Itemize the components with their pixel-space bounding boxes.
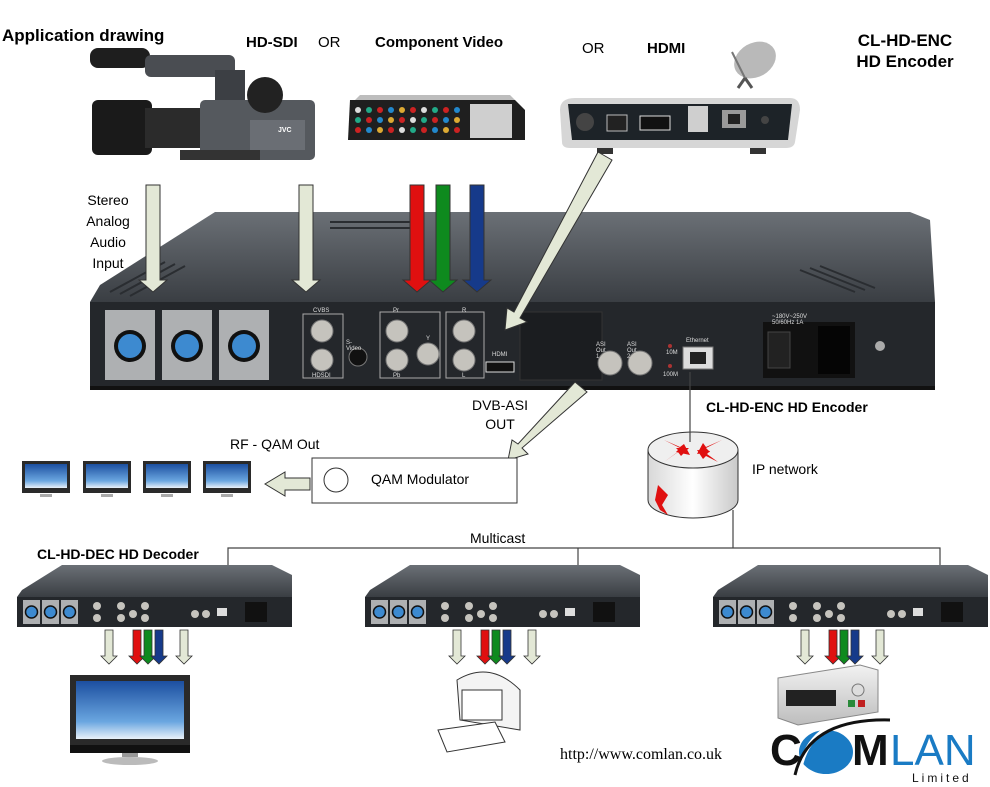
decoder-output-arrow — [824, 629, 842, 665]
dvb-asi-output-arrow — [507, 381, 588, 461]
panel-y: Y — [426, 336, 431, 342]
tv-row — [22, 461, 251, 497]
camera-icon: JVC — [90, 48, 315, 160]
decoder-chassis — [17, 565, 292, 665]
multicast-label: Multicast — [470, 530, 526, 546]
decoder-chassis — [365, 565, 640, 665]
panel-hdsdi: HDSDI — [312, 373, 331, 379]
product-title-line2: HD Encoder — [856, 52, 954, 71]
panel-asi1: ASI Out 1 — [596, 342, 606, 360]
decoder-output-arrow — [476, 629, 494, 665]
encoder-chassis — [90, 212, 935, 390]
decoder-output-arrow — [175, 629, 193, 665]
panel-cvbs: CVBS — [313, 308, 330, 314]
panel-svideo: S-Video — [346, 340, 362, 352]
product-title-line1: CL-HD-ENC — [857, 31, 953, 50]
computer-output-icon — [437, 671, 521, 753]
panel-pr: Pr — [393, 308, 399, 314]
hdsdi-input-arrow — [290, 184, 322, 293]
input-arrows — [137, 151, 613, 497]
decoder-output-arrow — [128, 629, 146, 665]
decoder-output-arrow — [150, 629, 168, 665]
dvb-asi-line1: DVB-ASI — [471, 397, 528, 413]
vtr-output-icon — [777, 664, 879, 726]
rf-qam-label: RF - QAM Out — [230, 436, 320, 452]
panel-ethernet: Ethernet — [686, 338, 709, 344]
tv-icon — [83, 461, 131, 497]
decoder-output-arrow — [796, 629, 814, 665]
tv-icon — [22, 461, 70, 497]
tv-icon — [143, 461, 191, 497]
component-arrows — [401, 184, 493, 293]
diagram-title: Application drawing — [2, 26, 165, 45]
decoder-output-arrow — [523, 629, 541, 665]
dvb-asi-line2: OUT — [485, 416, 515, 432]
audio-label-line4: Input — [92, 255, 124, 271]
hdsdi-label: HD-SDI — [246, 34, 298, 51]
logo-m: M — [852, 726, 889, 775]
component-switch-icon — [348, 95, 525, 140]
decoder-chassis — [713, 565, 988, 665]
panel-100m: 100M — [663, 372, 679, 378]
audio-label-line1: Stereo — [87, 192, 129, 208]
svg-text:JVC: JVC — [278, 127, 292, 134]
encoder-label: CL-HD-ENC HD Encoder — [706, 399, 868, 415]
audio-input-arrow — [137, 184, 169, 293]
panel-power-rating: ~180V~250V 50/60Hz 1A — [772, 314, 808, 326]
decoder-output-arrow — [448, 629, 466, 665]
panel-r: R — [462, 308, 467, 314]
decoder-output-arrow — [871, 629, 889, 665]
audio-label-line3: Audio — [90, 234, 126, 250]
decoder-output-arrow — [846, 629, 864, 665]
qam-modulator-box — [311, 457, 518, 504]
logo-lan: LAN — [890, 726, 976, 775]
or-label-2: OR — [582, 40, 605, 57]
tv-output-icon — [70, 675, 190, 765]
decoder-output-arrow — [100, 629, 118, 665]
component-video-label: Component Video — [375, 34, 504, 51]
decoder-output-arrow — [835, 629, 853, 665]
hdmi-source-box-icon — [560, 98, 800, 154]
decoder-output-arrow — [487, 629, 505, 665]
hdmi-label: HDMI — [647, 40, 686, 57]
panel-hdmi: HDMI — [492, 352, 508, 358]
xlr-audio-inputs — [105, 310, 269, 380]
audio-label-line2: Analog — [86, 213, 130, 229]
decoder-output-arrow — [139, 629, 157, 665]
product-title: CL-HD-ENC HD Encoder — [845, 30, 965, 72]
qam-modulator-label: QAM Modulator — [371, 471, 470, 487]
ip-network-label: IP network — [752, 461, 818, 477]
website-url[interactable]: http://www.comlan.co.uk — [560, 746, 723, 763]
rf-qam-arrow — [264, 471, 311, 497]
logo-limited: Limited — [912, 771, 972, 785]
comlan-logo — [793, 715, 891, 776]
panel-10m: 10M — [666, 350, 678, 356]
audio-input-label: Stereo Analog Audio Input — [78, 190, 138, 274]
dvb-asi-label: DVB-ASI OUT — [470, 396, 530, 434]
logo-c: C — [770, 726, 802, 775]
bnc-connectors — [302, 311, 714, 381]
panel-asi2: ASI Out 2 — [627, 342, 637, 360]
panel-pb: Pb — [393, 373, 401, 379]
decoder-output-arrow — [498, 629, 516, 665]
tv-icon — [203, 461, 251, 497]
satellite-dish-icon — [731, 41, 776, 89]
hdmi-input-arrow — [504, 151, 613, 331]
power-module — [763, 322, 885, 378]
or-label-1: OR — [318, 34, 341, 51]
decoder-label: CL-HD-DEC HD Decoder — [37, 546, 199, 562]
panel-l: L — [462, 373, 466, 379]
router-icon — [647, 428, 739, 548]
